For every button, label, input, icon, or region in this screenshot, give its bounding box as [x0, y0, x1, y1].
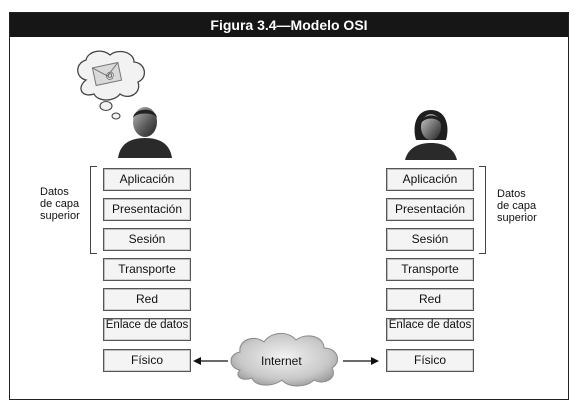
male-user-icon — [118, 107, 172, 158]
email-thought-bubble-icon: @ — [77, 50, 145, 120]
internet-cloud-icon — [230, 333, 339, 387]
left-layer-session: Sesión — [103, 228, 191, 251]
svg-text:@: @ — [104, 70, 115, 82]
right-layer-session: Sesión — [386, 228, 474, 251]
right-layer-transport: Transporte — [386, 258, 474, 281]
right-layer-presentation: Presentación — [386, 198, 474, 221]
right-layer-application: Aplicación — [386, 168, 474, 191]
left-layer-application: Aplicación — [103, 168, 191, 191]
left-label-line: de capa — [40, 198, 80, 210]
left-label-line: superior — [40, 210, 80, 222]
left-upper-layers-bracket — [90, 166, 97, 254]
left-layer-physical: Físico — [103, 349, 191, 372]
right-layer-physical: Físico — [386, 349, 474, 372]
right-label-line: de capa — [497, 200, 537, 212]
left-layer-presentation: Presentación — [103, 198, 191, 221]
internet-label: Internet — [261, 354, 302, 368]
right-upper-layers-label: Datos de capa superior — [497, 188, 537, 224]
right-upper-layers-bracket — [479, 166, 486, 254]
left-arrow-icon — [193, 357, 228, 365]
right-label-line: Datos — [497, 188, 526, 200]
right-arrow-icon — [343, 357, 379, 365]
figure-title: Figura 3.4—Modelo OSI — [10, 13, 568, 37]
left-layer-transport: Transporte — [103, 258, 191, 281]
right-layer-data-link: Enlace de datos — [386, 318, 474, 341]
right-layer-network: Red — [386, 288, 474, 311]
left-layer-data-link: Enlace de datos — [103, 318, 191, 341]
female-user-icon — [405, 110, 457, 160]
left-upper-layers-label: Datos de capa superior — [40, 186, 80, 222]
left-layer-network: Red — [103, 288, 191, 311]
right-label-line: superior — [497, 212, 537, 224]
left-label-line: Datos — [40, 186, 69, 198]
